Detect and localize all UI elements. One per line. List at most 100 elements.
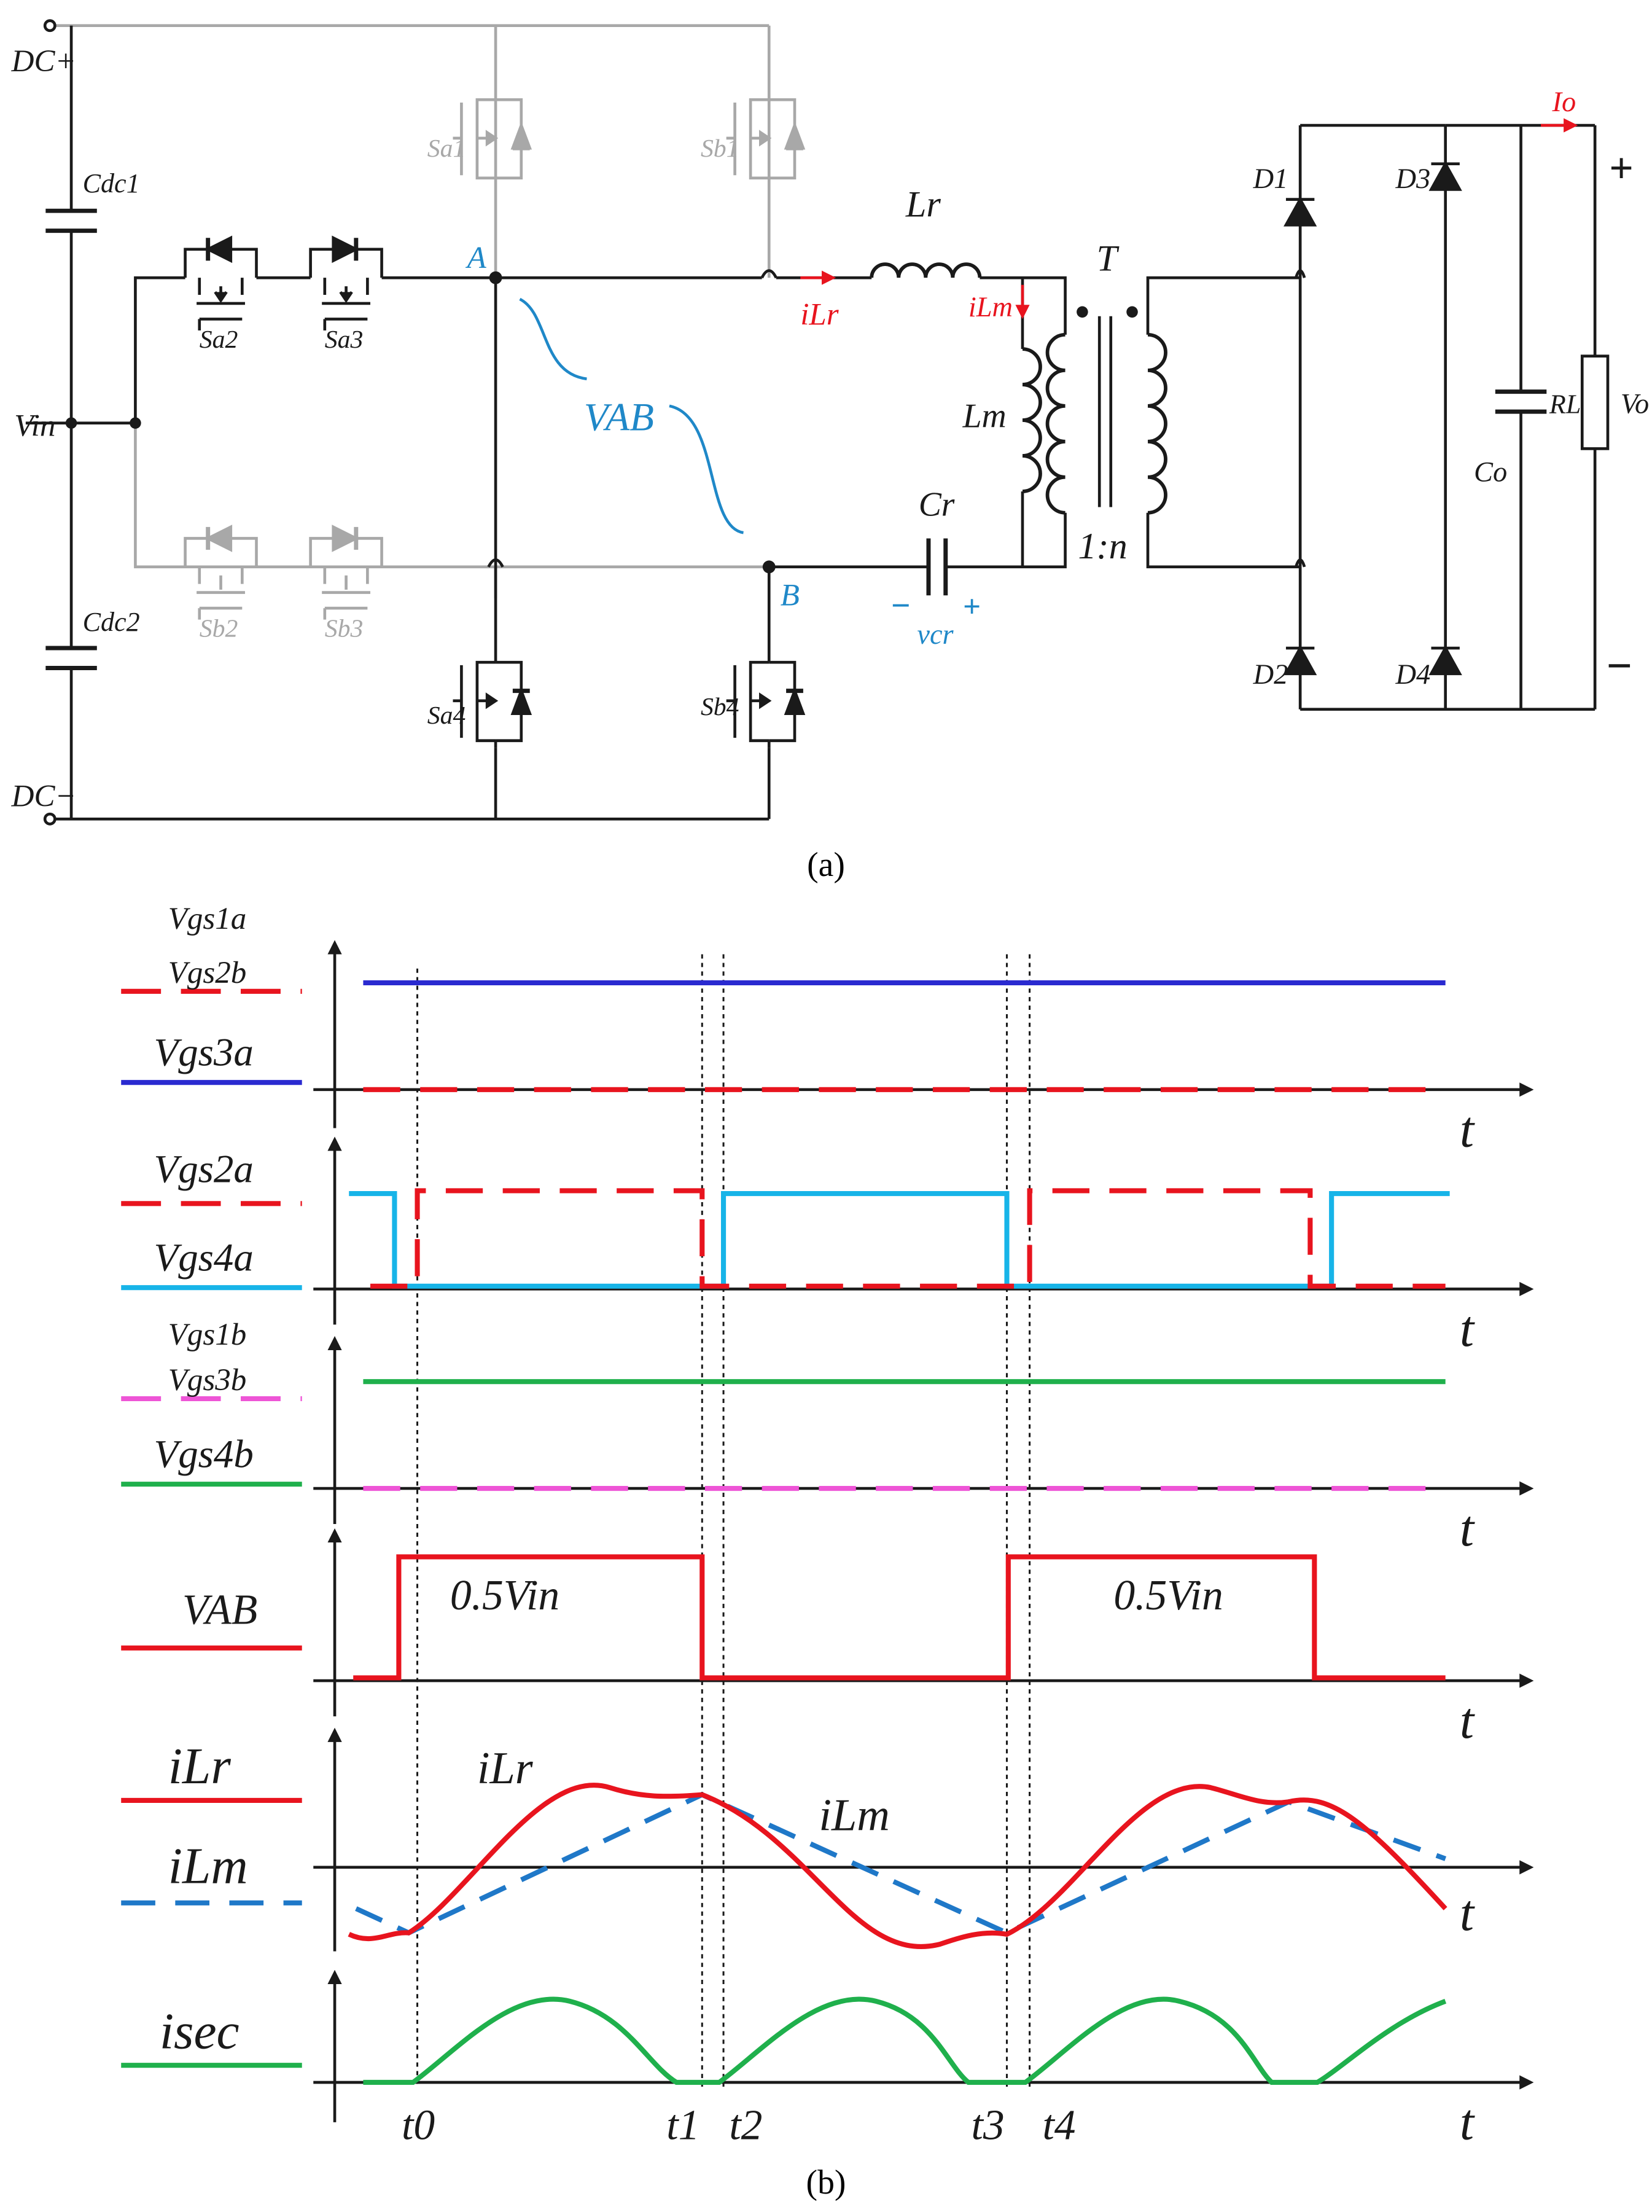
diode-d3 bbox=[1428, 160, 1462, 191]
label-ilm: iLm bbox=[968, 292, 1013, 323]
time-label-t1: t1 bbox=[666, 2102, 699, 2149]
label-vgs1b: Vgs1b bbox=[168, 1318, 247, 1352]
label-vgs1a: Vgs1a bbox=[168, 902, 247, 936]
wave-vgs2a bbox=[370, 1188, 1446, 1289]
label-vo: Vo bbox=[1621, 388, 1649, 420]
label-sb2: Sb2 bbox=[200, 614, 238, 643]
axes bbox=[313, 940, 1534, 2122]
switch-sb2 bbox=[184, 525, 258, 620]
axis-t-5: t bbox=[1460, 1885, 1475, 1942]
switch-sb4 bbox=[726, 652, 806, 748]
label-dc-minus: DC− bbox=[11, 779, 76, 813]
label-sa4: Sa4 bbox=[427, 702, 466, 730]
label-node-a: A bbox=[466, 241, 487, 275]
time-markers bbox=[416, 954, 1031, 2087]
junction-dots bbox=[65, 271, 776, 574]
label-lr: Lr bbox=[905, 184, 941, 225]
time-label-t4: t4 bbox=[1042, 2102, 1075, 2149]
time-label-t3: t3 bbox=[972, 2102, 1005, 2149]
label-vin: Vin bbox=[14, 409, 55, 444]
diode-d4 bbox=[1428, 645, 1462, 676]
timing-diagram: Vgs1a Vgs2b Vgs3a Vgs2a Vgs4a Vgs1b Vgs3… bbox=[121, 902, 1534, 2202]
transformer-dots bbox=[1077, 306, 1138, 318]
label-io: Io bbox=[1552, 87, 1576, 118]
label-ilr: iLr bbox=[800, 298, 839, 332]
wave-isec bbox=[363, 1996, 1447, 2085]
label-ilr-legend: iLr bbox=[168, 1738, 232, 1795]
diode-d2 bbox=[1284, 645, 1317, 676]
label-sb4: Sb4 bbox=[701, 693, 739, 721]
resistor-rl bbox=[1580, 354, 1610, 450]
capacitor-co bbox=[1495, 389, 1547, 414]
label-d1: D1 bbox=[1253, 163, 1288, 195]
wave-ilr bbox=[348, 1783, 1447, 1949]
axis-t-6: t bbox=[1460, 2095, 1475, 2151]
capacitor-cr bbox=[926, 538, 948, 596]
active-wiring bbox=[25, 25, 1597, 821]
label-vgs3b: Vgs3b bbox=[168, 1363, 247, 1397]
label-lm: Lm bbox=[962, 397, 1007, 436]
annotation-ilr: iLr bbox=[477, 1743, 534, 1794]
label-vgs2b: Vgs2b bbox=[168, 956, 247, 990]
axis-t-3: t bbox=[1460, 1501, 1475, 1557]
switch-sa4 bbox=[453, 652, 532, 748]
terminals bbox=[43, 19, 56, 826]
inductor-lm bbox=[1022, 347, 1042, 493]
label-vab: VAB bbox=[584, 395, 654, 439]
transformer bbox=[1045, 316, 1167, 515]
label-vgs4a: Vgs4a bbox=[154, 1235, 254, 1280]
vab-indicator bbox=[519, 297, 744, 534]
wire-crossing bbox=[487, 269, 1306, 568]
capacitor-cdc1 bbox=[45, 208, 97, 233]
switch-sb1 bbox=[726, 98, 806, 180]
label-sa1: Sa1 bbox=[427, 135, 466, 163]
label-vcr-minus: − bbox=[890, 587, 911, 625]
switch-sa3 bbox=[309, 235, 383, 330]
label-vab-wave: VAB bbox=[182, 1586, 257, 1633]
label-co: Co bbox=[1474, 457, 1507, 488]
label-vcr-plus: + bbox=[963, 590, 981, 624]
switch-sa1 bbox=[453, 98, 532, 180]
label-d3: D3 bbox=[1395, 163, 1430, 195]
label-vcr: vcr bbox=[917, 619, 954, 651]
axis-t-1: t bbox=[1460, 1102, 1475, 1159]
time-label-t2: t2 bbox=[729, 2102, 762, 2149]
label-sb1: Sb1 bbox=[701, 135, 739, 163]
switch-sb3 bbox=[309, 525, 383, 620]
label-sb3: Sb3 bbox=[325, 614, 364, 643]
label-dc-plus: DC+ bbox=[11, 44, 76, 79]
diode-d1 bbox=[1284, 196, 1317, 227]
label-cr: Cr bbox=[919, 485, 955, 523]
caption-a: (a) bbox=[807, 846, 845, 884]
wave-ilm bbox=[355, 1792, 1447, 1936]
annotation-ilm: iLm bbox=[819, 1791, 889, 1841]
inactive-wiring bbox=[50, 24, 771, 598]
label-node-b: B bbox=[781, 578, 800, 612]
inductor-lr bbox=[870, 262, 982, 278]
label-d2: D2 bbox=[1253, 659, 1288, 690]
switch-sa2 bbox=[184, 235, 258, 330]
time-label-t0: t0 bbox=[402, 2102, 435, 2149]
label-ilm-legend: iLm bbox=[168, 1838, 248, 1894]
axis-t-2: t bbox=[1460, 1301, 1475, 1358]
annotation-half-vin-2: 0.5Vin bbox=[1113, 1572, 1223, 1619]
label-isec-legend: isec bbox=[160, 2003, 240, 2060]
wave-vab bbox=[353, 1554, 1446, 1681]
label-cdc1: Cdc1 bbox=[83, 168, 140, 198]
label-sa2: Sa2 bbox=[200, 326, 238, 354]
label-out-minus: − bbox=[1607, 641, 1632, 691]
label-cdc2: Cdc2 bbox=[83, 607, 140, 637]
circuit-diagram: DC+ DC− Cdc1 Cdc2 Vin Sa2 Sa3 Sa4 Sb4 Lr… bbox=[11, 19, 1649, 884]
annotation-half-vin-1: 0.5Vin bbox=[450, 1572, 559, 1619]
label-out-plus: + bbox=[1609, 145, 1634, 192]
label-ratio: 1:n bbox=[1078, 526, 1127, 567]
capacitor-cdc2 bbox=[45, 646, 97, 670]
label-vgs2a: Vgs2a bbox=[154, 1147, 254, 1192]
axis-t-4: t bbox=[1460, 1693, 1475, 1749]
legend-lines bbox=[121, 988, 302, 2068]
label-sa3: Sa3 bbox=[325, 326, 364, 354]
label-transformer: T bbox=[1097, 238, 1120, 279]
label-vgs4b: Vgs4b bbox=[154, 1432, 254, 1476]
label-rl: RL bbox=[1549, 389, 1581, 419]
